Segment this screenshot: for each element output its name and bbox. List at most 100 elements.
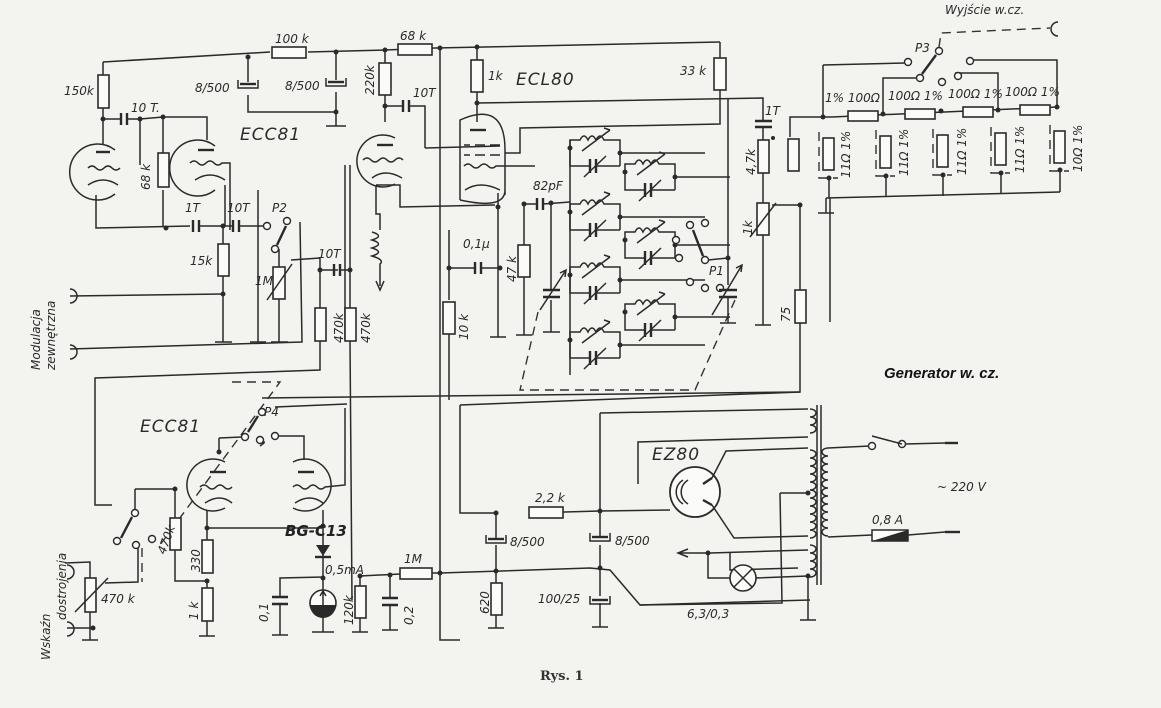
resistor-10k [442,301,456,335]
lc-tank [567,319,705,370]
resistor-1k [470,59,484,93]
resistor-100k [271,46,307,59]
lc-tank [567,254,705,305]
label-heater: 6,3/0,3 [687,607,729,621]
trimmer-arrow [636,291,666,316]
resistor-75 [794,289,807,324]
resistor-470k-b [344,307,357,342]
junction [567,209,573,215]
label-1k-pot: 1k [741,219,755,235]
junction [622,309,628,315]
label-1T-b: 1T [765,104,782,118]
figure-caption: Rys. 1 [540,669,584,684]
resistor-4-7k [757,139,770,174]
resistor-620 [490,582,503,616]
label-470k-pot: 470 k [101,592,136,606]
label-shunt-2: 11Ω 1% [897,129,911,176]
pot-arrow-1k [749,202,777,238]
tank-wire [569,212,620,231]
junction [622,169,628,175]
label-75: 75 [779,307,793,322]
resistor-shunt [1053,130,1066,164]
lc-tank-bank [567,127,730,375]
junction [567,272,573,278]
label-470k-a: 470k [332,312,346,343]
label-10k: 10 k [457,313,471,340]
label-10T-d: 10T [318,247,342,261]
modulation-input-jacks[interactable] [69,288,226,360]
resistor-15k [217,243,230,277]
output-jack[interactable] [1050,21,1059,37]
label-100k: 100 k [275,32,310,46]
resistor-120k [354,585,367,619]
lc-tank [567,127,705,178]
mains-input[interactable] [827,435,960,542]
attenuator-resistors [818,104,1069,179]
trimmer-arrow [638,319,662,342]
label-shunt-3: 11Ω 1% [955,128,969,175]
resistor-100ohm [1019,104,1051,116]
label-output: Wyjście w.cz. [945,3,1024,17]
tuning-switch-p4[interactable] [112,407,280,550]
trimmer-arrow [638,247,662,270]
label-fuse: 0,8 A [872,513,903,527]
label-0-1u: 0,1µ [463,237,490,251]
label-2-2k: 2,2 k [535,491,566,505]
capacitor-8-500-a [237,80,259,89]
tank-wire [569,340,620,359]
tank-wire [569,275,620,294]
label-modulation-2: zewnętrzna [44,301,58,371]
trimmer-arrow [636,219,666,244]
resistor-shunt [879,135,892,169]
secondary-winding-heater [809,544,817,578]
primary-winding [821,447,829,537]
shield-dash [1049,125,1069,172]
tuning-indicator-jacks[interactable] [64,548,143,641]
resistor-33k [713,57,727,91]
resistor-2-2k [528,506,564,519]
label-15k: 15k [190,254,213,268]
power-supply [459,405,816,629]
label-47k: 47 k [505,255,519,282]
resistor-68k [157,152,170,188]
resistor-150k [97,74,110,109]
band-switch-p1[interactable] [671,98,743,324]
trimmer-arrow [583,155,607,178]
attenuator-switch-p3[interactable] [903,27,1051,87]
shield-dash [875,130,895,177]
label-meter: 0,5mA [325,563,364,577]
tube-ecl80-pentode [424,47,764,641]
resistor-100ohm [847,110,879,122]
label-620: 620 [478,591,492,614]
label-10T-b: 10T [227,201,251,215]
label-8-500-c: 8/500 [510,535,545,549]
resistor-100ohm [962,106,994,118]
label-0-1: 0,1 [257,603,271,622]
label-tuning-1: Wskaźn [39,614,53,660]
secondary-winding-hv [809,408,817,434]
label-1k-b: 1 k [187,601,201,620]
coupling-network [69,190,321,350]
resistor-shunt [936,134,949,168]
label-220k: 220k [363,64,377,95]
shield-dash [990,127,1010,174]
tube-ecc81-top [69,108,231,230]
label-1k: 1k [488,69,504,83]
lc-tank [622,219,730,270]
resistor-shunt [994,132,1007,166]
lc-tank [622,151,730,202]
label-shunt-4: 11Ω 1% [1013,126,1027,173]
resistor-1M [399,567,433,580]
coupling-10T-470k [94,165,353,601]
label-68k: 68 k [139,163,153,190]
label-diode: BG-C13 [285,522,347,540]
label-4-7k: 4,7k [744,148,758,175]
label-0-2: 0,2 [402,606,416,625]
junction [622,237,628,243]
resistor-shunt [822,137,835,171]
label-series-2: 100Ω 1% [888,89,943,103]
label-ecc81-bottom: ECC81 [140,417,201,437]
label-330: 330 [189,549,203,572]
label-p1: P1 [709,264,724,278]
label-series-3: 100Ω 1% [948,87,1003,101]
